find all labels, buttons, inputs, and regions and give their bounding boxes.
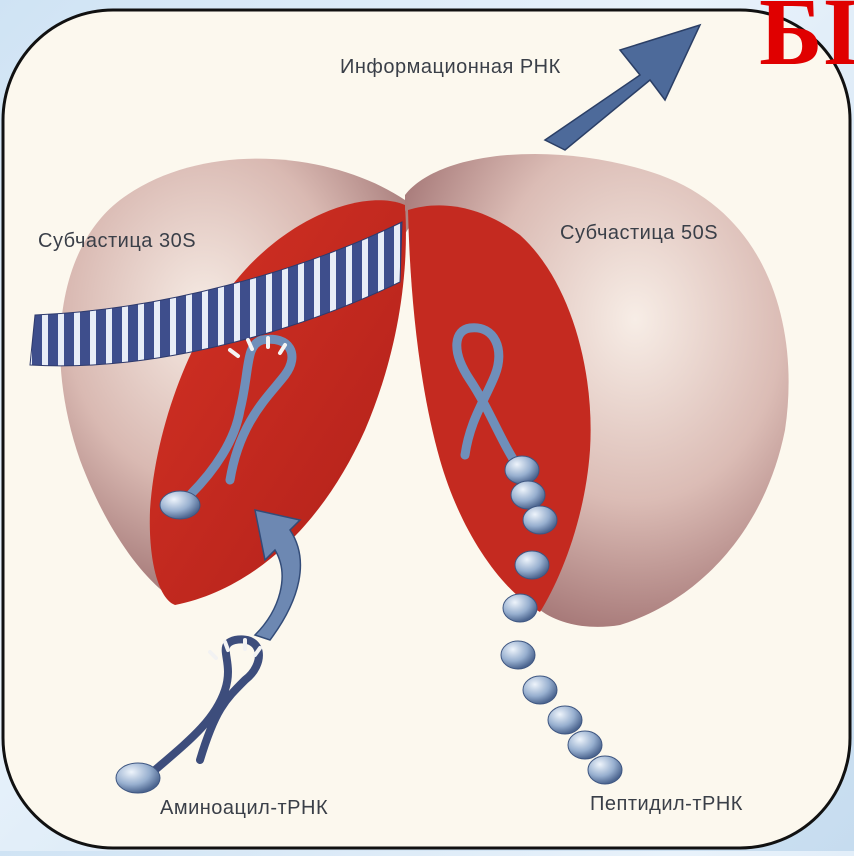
label-aminoacyl-trna: Аминоацил-тРНК <box>160 797 328 820</box>
trna-30s-head <box>160 491 200 519</box>
label-subunit-30s: Субчастица 30S <box>38 230 196 253</box>
label-mrna: Информационная РНК <box>340 56 561 79</box>
corner-title: БІ <box>759 0 854 80</box>
label-peptidyl-trna: Пептидил-тРНК <box>590 793 743 816</box>
label-subunit-50s: Субчастица 50S <box>560 222 718 245</box>
trna-incoming-head <box>116 763 160 793</box>
